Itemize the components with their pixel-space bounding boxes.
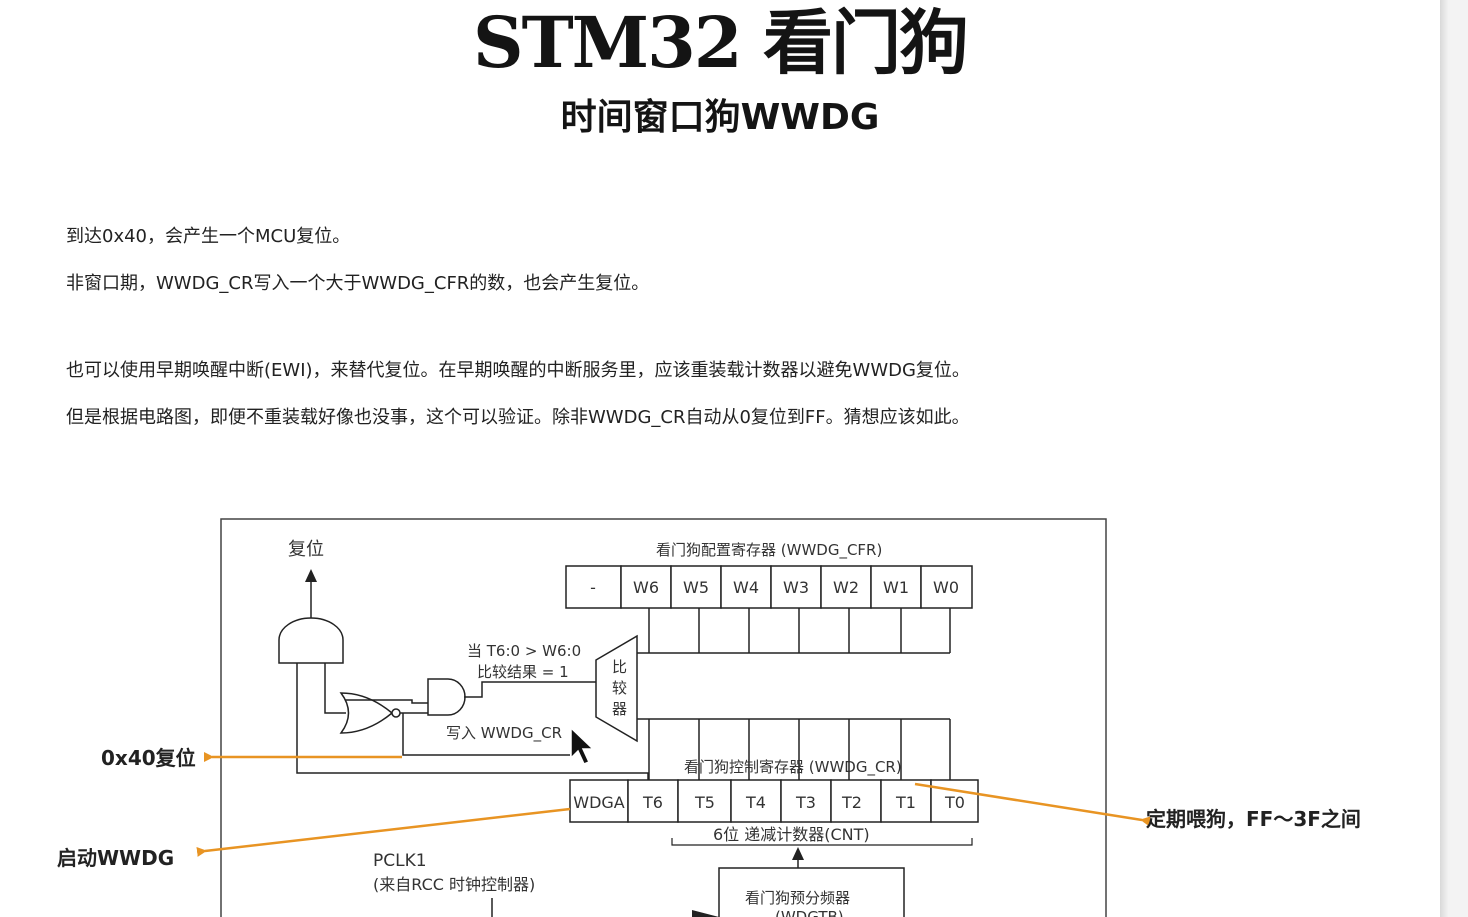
cfr-bit-label: W6 — [633, 578, 659, 597]
annotation-0x40-reset: 0x40复位 — [101, 746, 196, 770]
page-title: STM32 看门狗 — [473, 1, 969, 84]
page-edge — [1440, 0, 1468, 917]
cfr-bit-label: W0 — [933, 578, 959, 597]
cfr-bit-label: W2 — [833, 578, 859, 597]
comparator — [595, 634, 638, 743]
cfr-bit-cell — [920, 565, 973, 609]
arrow-enable — [196, 807, 571, 857]
prescaler-box — [718, 867, 905, 917]
paragraph-3: 也可以使用早期唤醒中断(EWI)，来替代复位。在早期唤醒的中断服务里，应该重装载… — [66, 360, 970, 381]
comparator-char-3: 器 — [612, 700, 627, 718]
cr-bit-cell — [677, 779, 732, 823]
clock-arrow-icon — [692, 910, 719, 917]
paragraph-1: 到达0x40，会产生一个MCU复位。 — [66, 226, 351, 247]
cfr-bit-label: W1 — [883, 578, 909, 597]
cr-bit-cell — [627, 779, 679, 823]
counter-arrow-icon — [792, 847, 804, 860]
prescaler-label: 看门狗预分频器 — [745, 889, 850, 907]
write-label: 写入 WWDG_CR — [446, 724, 562, 743]
mouse-cursor-icon — [570, 726, 595, 765]
cfr-bit-label: W5 — [683, 578, 709, 597]
compare-result: 比较结果 = 1 — [477, 663, 569, 681]
cr-bit-label: T5 — [694, 793, 715, 812]
cr-bit-label: T3 — [795, 793, 816, 812]
cr-bit-label: T4 — [745, 793, 766, 812]
cfr-title: 看门狗配置寄存器 (WWDG_CFR) — [656, 541, 882, 560]
cfr-bit-cell — [770, 565, 822, 609]
compare-condition: 当 T6:0 > W6:0 — [467, 642, 581, 660]
cr-bit-label: T1 — [895, 793, 916, 812]
pclk-label: PCLK1 — [373, 851, 427, 871]
counter-label: 6位 递减计数器(CNT) — [713, 825, 870, 844]
pclk-source: (来自RCC 时钟控制器) — [373, 875, 535, 894]
or-gate — [339, 692, 394, 734]
cfr-bit-cell — [670, 565, 722, 609]
page-subtitle: 时间窗口狗WWDG — [560, 97, 880, 138]
and-gate-compare — [427, 678, 466, 716]
annotation-feed-dog: 定期喂狗，FF～3F之间 — [1146, 807, 1361, 831]
cfr-bit-cell — [870, 565, 922, 609]
reset-label: 复位 — [288, 539, 324, 560]
cfr-bit-cell — [565, 565, 622, 609]
cfr-bit-label: - — [590, 578, 596, 597]
cr-bit-label: WDGA — [573, 793, 625, 812]
arrow-feed — [914, 782, 1151, 827]
diagram-frame — [220, 518, 1107, 917]
comparator-char-2: 较 — [612, 679, 627, 697]
cfr-bit-label: W4 — [733, 578, 759, 597]
reset-arrow-icon — [305, 569, 317, 582]
cr-bit-label: T2 — [841, 793, 862, 812]
annotation-enable-wwdg: 启动WWDG — [57, 846, 174, 870]
and-gate-reset — [278, 617, 344, 664]
comparator-char-1: 比 — [612, 658, 627, 676]
prescaler-sub: (WDGTB) — [775, 908, 844, 917]
paragraph-2: 非窗口期，WWDG_CR写入一个大于WWDG_CFR的数，也会产生复位。 — [66, 273, 650, 294]
cr-bit-label: T6 — [642, 793, 663, 812]
paragraph-4: 但是根据电路图，即便不重装载好像也没事，这个可以验证。除非WWDG_CR自动从0… — [66, 407, 970, 428]
cr-bit-label: T0 — [944, 793, 965, 812]
cr-title: 看门狗控制寄存器 (WWDG_CR) — [684, 758, 902, 777]
cfr-bit-label: W3 — [783, 578, 809, 597]
